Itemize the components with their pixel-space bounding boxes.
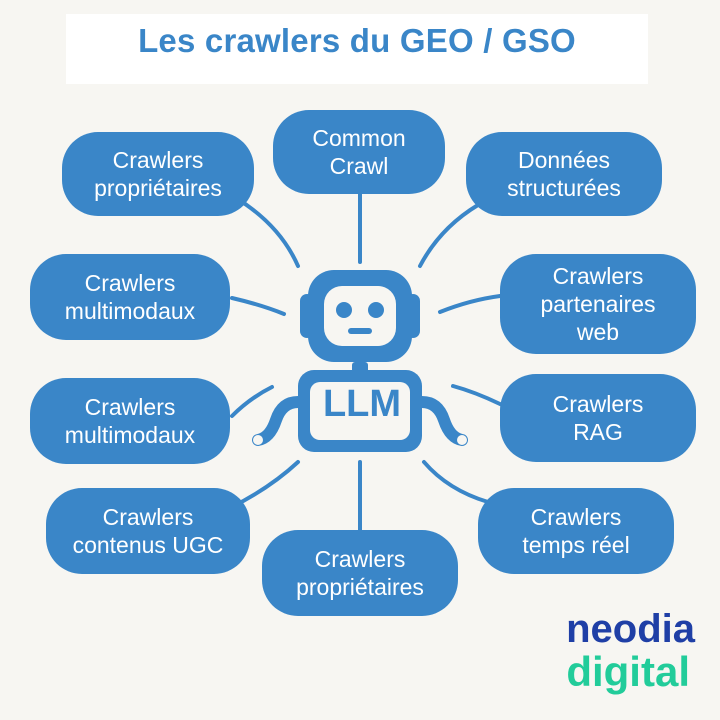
page-title: Les crawlers du GEO / GSO [138,22,576,59]
node-donnees-structurees: Données structurées [466,132,662,216]
node-crawlers-rag: Crawlers RAG [500,374,696,462]
node-common-crawl: Common Crawl [273,110,445,194]
node-crawlers-proprietaires-top: Crawlers propriétaires [62,132,254,216]
node-crawlers-proprietaires-bottom: Crawlers propriétaires [262,530,458,616]
brand-logo-line2: digital [566,648,690,695]
brand-logo-line1: neodia [566,607,695,651]
connector-mid-right-2 [451,384,502,406]
node-crawlers-partenaires-web: Crawlers partenaires web [500,254,696,354]
connector-top-right [418,203,480,268]
connector-top-left [234,196,300,268]
connector-mid-right-1 [438,294,502,314]
llm-label: LLM [322,383,402,425]
title-band [66,14,648,84]
connector-bottom-right [422,460,490,504]
node-crawlers-contenus-ugc: Crawlers contenus UGC [46,488,250,574]
robot-icon [252,270,468,452]
node-crawlers-temps-reel: Crawlers temps réel [478,488,674,574]
connector-mid-left-1 [230,296,286,316]
connector-mid-left-2 [230,385,274,418]
node-crawlers-multimodaux-2: Crawlers multimodaux [30,378,230,464]
node-crawlers-multimodaux-1: Crawlers multimodaux [30,254,230,340]
